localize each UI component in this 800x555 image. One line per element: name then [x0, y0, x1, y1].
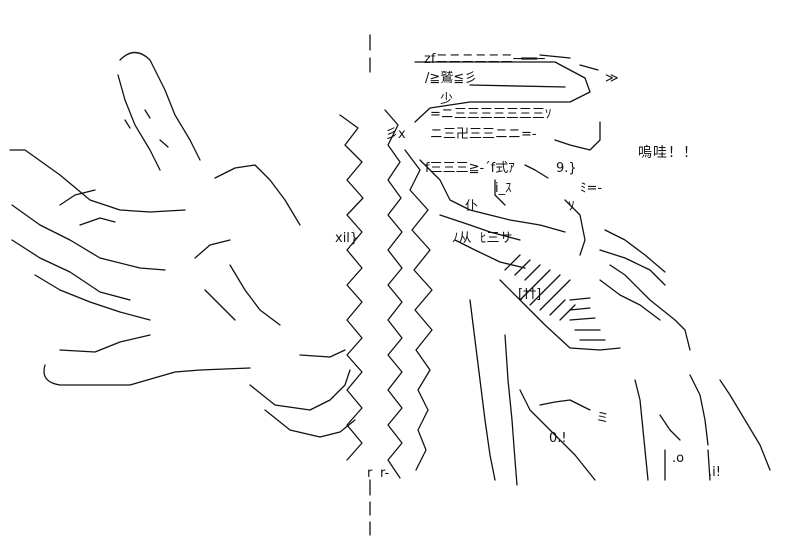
mouth-edge-text: ｿ — [568, 199, 575, 214]
hat — [414, 54, 601, 151]
coat-detail-text-2: .o — [672, 451, 685, 466]
line-mark-text-2: xil} — [335, 231, 359, 246]
left-hand-outline — [9, 51, 356, 438]
brim-pattern-text: ニ三卍三三ニニ=- — [430, 127, 537, 142]
ear-text: 9.} — [556, 161, 577, 176]
coat-detail-text-1: 0.! — [549, 431, 567, 446]
face-pattern-text: f三三三≧-´f式ｱ — [425, 161, 515, 176]
nose-text: 仆 — [465, 199, 479, 214]
eye-text: i_ｽ — [495, 181, 512, 196]
body-coat — [469, 229, 771, 486]
chest-emblem-text: [††] — [518, 287, 542, 302]
hat-mark-text: 少 — [440, 92, 454, 107]
hat-emblem-text: /≧鷲≦彡 — [425, 71, 478, 86]
face — [419, 159, 586, 269]
hat-brim-text: =ニ三三三三三三三ｿ — [430, 107, 552, 122]
coat-detail-text-4: ミ — [596, 411, 610, 426]
chin-text: ﾋ三サ — [480, 231, 513, 246]
coat-detail-text-3: .i! — [708, 465, 721, 480]
cheek-text: ﾐ=- — [580, 181, 603, 196]
exclamation-text: 嗚哇！！ — [638, 145, 698, 161]
hat-band-text: zfニニニニニニ─━━─ — [424, 52, 545, 67]
mouth-text: ﾉ从 — [452, 231, 472, 246]
bottom-mark-text-1: r — [367, 466, 373, 481]
bottom-mark-text-2: r- — [380, 466, 390, 481]
hat-corner-text: ≫ — [605, 71, 619, 86]
line-mark-text-1: 彡x — [385, 127, 406, 142]
hatching — [504, 254, 606, 341]
center-jagged-lines — [339, 109, 433, 479]
